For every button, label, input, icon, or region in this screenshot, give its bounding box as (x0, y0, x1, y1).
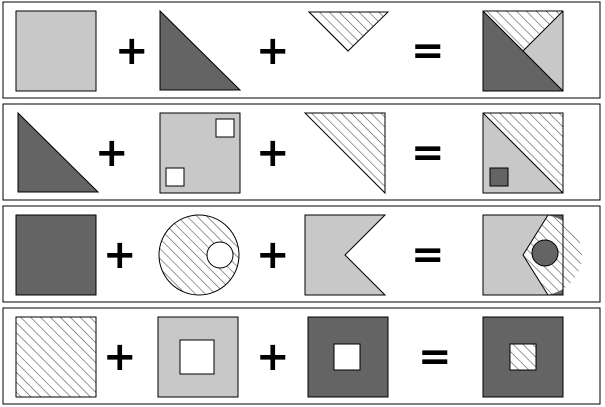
row-frame (2, 205, 601, 303)
row-2: + + = (2, 103, 601, 201)
result-shape (482, 112, 564, 194)
result-shape (482, 10, 564, 92)
hatched-triangle (303, 112, 386, 195)
row-frame (2, 103, 601, 201)
plus-operator: + (103, 334, 137, 380)
result-shape (482, 214, 582, 296)
row-frame (2, 307, 601, 405)
dark-gray-triangle (159, 9, 242, 91)
equals-operator: = (418, 334, 452, 380)
row-frame (2, 1, 601, 99)
plus-operator: + (256, 334, 290, 380)
row-1: + + = (2, 1, 601, 99)
dark-gray-square-with-window (307, 316, 389, 398)
result-shape (482, 316, 564, 398)
light-gray-square (15, 10, 97, 92)
notched-pentagon (304, 214, 387, 296)
dark-gray-square (15, 214, 97, 296)
row-3: + + = (2, 205, 601, 303)
hatched-triangle (307, 11, 390, 52)
plus-operator: + (115, 28, 149, 74)
row-4: + + = (2, 307, 601, 405)
light-gray-square-with-window (157, 316, 239, 398)
plus-operator: + (103, 232, 137, 278)
equals-operator: = (411, 130, 445, 176)
light-gray-square-with-windows (159, 112, 241, 194)
plus-operator: + (256, 232, 290, 278)
equals-operator: = (411, 232, 445, 278)
hatched-circle (158, 214, 240, 296)
plus-operator: + (256, 130, 290, 176)
hatched-square (15, 316, 97, 398)
plus-operator: + (95, 130, 129, 176)
equals-operator: = (411, 28, 445, 74)
plus-operator: + (256, 28, 290, 74)
dark-gray-triangle (17, 111, 100, 193)
